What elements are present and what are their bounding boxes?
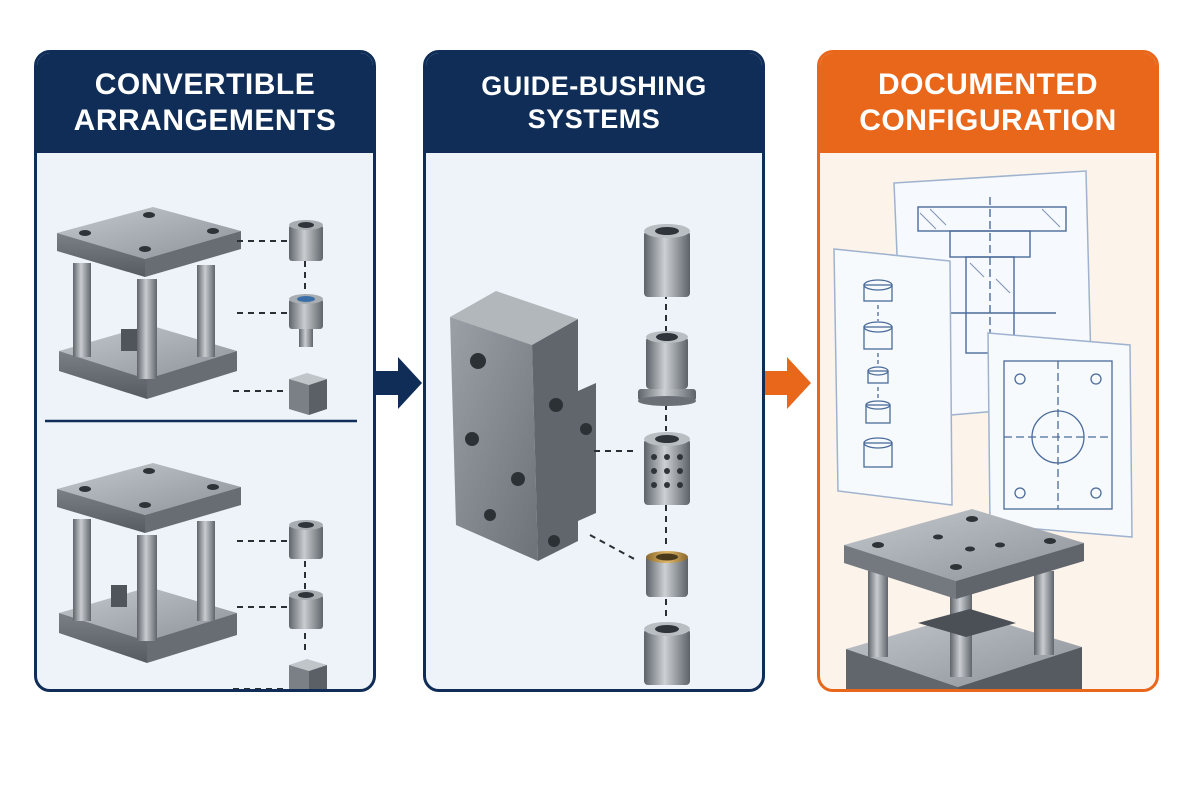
guide-bushing-illustration [450, 224, 696, 685]
panel-title-line-1: GUIDE-BUSHING [481, 71, 707, 101]
panel-title-line-2: CONFIGURATION [859, 104, 1117, 137]
guide-bushing-icon [646, 551, 688, 597]
panel-title-line-2: ARRANGEMENTS [73, 104, 337, 137]
die-set-icon [57, 207, 241, 399]
panel-title-line-2: SYSTEMS [527, 104, 661, 134]
die-set-icon [57, 463, 241, 663]
guide-bushing-icon [289, 520, 323, 559]
die-set-icon [844, 509, 1084, 689]
documented-configuration-illustration [833, 170, 1133, 689]
convertible-arrangements-illustration [45, 207, 357, 689]
panel-header: DOCUMENTED CONFIGURATION [820, 53, 1156, 153]
panel-convertible-arrangements: CONVERTIBLE ARRANGEMENTS [34, 50, 376, 692]
guide-bushing-icon [644, 224, 690, 297]
panel-header: GUIDE-BUSHING SYSTEMS [426, 53, 762, 153]
blueprint-sheet-icon [833, 248, 953, 506]
guide-bushing-icon [644, 622, 690, 685]
guide-rail-block-icon [450, 291, 596, 561]
guide-bushing-icon [638, 331, 696, 406]
panel-header: CONVERTIBLE ARRANGEMENTS [37, 53, 373, 153]
panel-title-line-1: DOCUMENTED [878, 68, 1098, 101]
guide-post-icon [289, 294, 323, 347]
guide-bushing-icon [289, 220, 323, 261]
guide-bushing-icon [644, 432, 690, 505]
arrow-right-icon [765, 357, 811, 409]
panel-guide-bushing-systems: GUIDE-BUSHING SYSTEMS [423, 50, 765, 692]
square-block-icon [289, 659, 327, 689]
guide-bushing-icon [289, 590, 323, 629]
blueprint-sheet-icon [987, 332, 1133, 538]
square-block-icon [289, 373, 327, 415]
arrow-right-icon [376, 357, 422, 409]
panel-title-line-1: CONVERTIBLE [94, 68, 316, 101]
panel-documented-configuration: DOCUMENTED CONFIGURATION [817, 50, 1159, 692]
